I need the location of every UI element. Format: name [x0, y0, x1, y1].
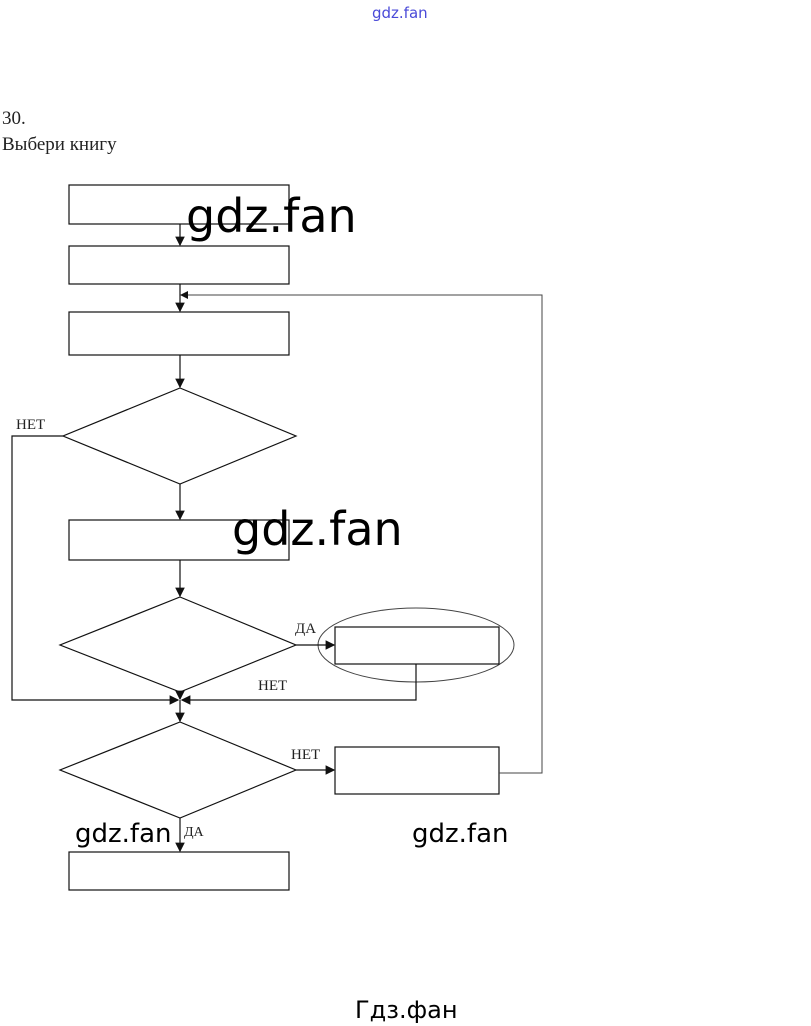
label-d2-no: НЕТ — [258, 678, 287, 694]
label-d2-yes: ДА — [295, 621, 316, 637]
label-d3-no: НЕТ — [291, 747, 320, 763]
footer-site-name: Гдз.фан — [355, 996, 458, 1024]
process-box-1 — [68, 184, 290, 225]
decision-diamond-3 — [58, 721, 298, 819]
process-box-6 — [334, 746, 500, 795]
watermark: gdz.fan — [186, 189, 357, 243]
label-d3-yes: ДА — [184, 825, 205, 840]
process-box-7 — [68, 851, 290, 891]
task-title: Выбери книгу — [2, 134, 117, 155]
loop-back-arrow — [180, 291, 543, 774]
watermark: gdz.fan — [75, 819, 171, 849]
arrow-5-merge — [180, 664, 417, 705]
process-box-5 — [334, 626, 500, 665]
label-d1-no: НЕТ — [16, 417, 45, 433]
decision-diamond-1 — [61, 387, 298, 485]
watermark: gdz.fan — [412, 819, 508, 849]
site-mark: gdz.fan — [372, 4, 428, 22]
process-box-3 — [68, 311, 290, 356]
process-box-2 — [68, 245, 290, 285]
watermark: gdz.fan — [232, 502, 403, 556]
task-number: 30. — [2, 108, 26, 129]
arrow-d1-no — [11, 435, 180, 705]
